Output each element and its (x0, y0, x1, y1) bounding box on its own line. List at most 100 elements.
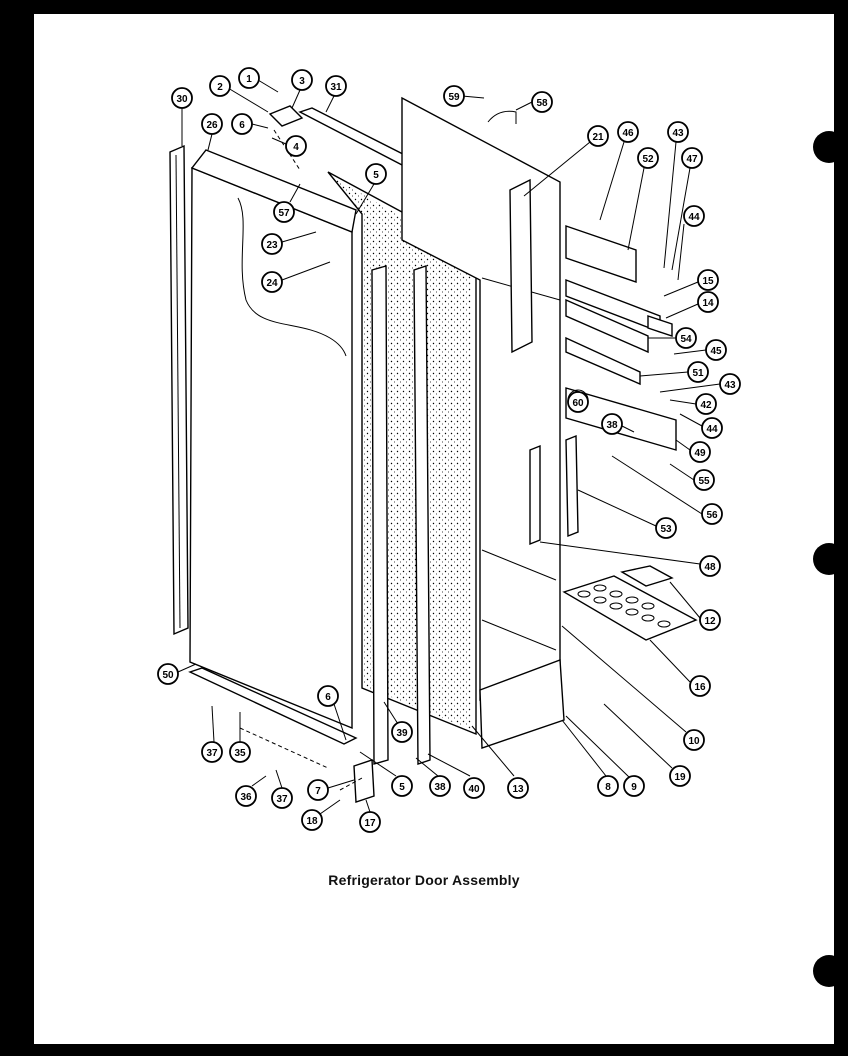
svg-text:54: 54 (680, 334, 692, 345)
callout-5-bottom: 5 (359, 751, 413, 797)
callout-54: 54 (648, 327, 697, 349)
svg-text:3: 3 (299, 76, 305, 87)
svg-text:51: 51 (692, 368, 704, 379)
svg-text:38: 38 (434, 782, 446, 793)
callout-44-top: 44 (677, 205, 705, 281)
callout-57: 57 (273, 183, 301, 223)
svg-text:26: 26 (206, 120, 218, 131)
callout-46: 46 (599, 121, 639, 221)
svg-text:13: 13 (512, 784, 524, 795)
callout-24: 24 (261, 261, 331, 293)
svg-text:17: 17 (364, 818, 376, 829)
callout-6-top: 6 (231, 113, 269, 135)
callout-18: 18 (301, 799, 341, 831)
svg-text:57: 57 (278, 208, 290, 219)
svg-text:44: 44 (688, 212, 700, 223)
svg-text:42: 42 (700, 400, 712, 411)
bottom-hinge (339, 759, 375, 803)
callout-50: 50 (157, 663, 197, 685)
bottom-cap (188, 667, 358, 745)
svg-text:49: 49 (694, 448, 706, 459)
callout-31: 31 (325, 75, 347, 113)
svg-text:39: 39 (396, 728, 408, 739)
svg-text:35: 35 (234, 748, 246, 759)
svg-text:31: 31 (330, 82, 342, 93)
callout-10: 10 (561, 625, 705, 751)
svg-text:60: 60 (572, 398, 584, 409)
callout-13: 13 (471, 725, 529, 799)
svg-text:36: 36 (240, 792, 252, 803)
svg-text:4: 4 (293, 142, 299, 153)
svg-text:6: 6 (325, 692, 331, 703)
callout-30: 30 (171, 87, 193, 146)
svg-text:37: 37 (276, 794, 288, 805)
binder-hole-bottom (813, 955, 845, 987)
svg-text:43: 43 (724, 380, 736, 391)
door-gasket-strip (169, 144, 189, 636)
svg-text:12: 12 (704, 616, 716, 627)
callout-60: 60 (567, 391, 589, 413)
svg-text:46: 46 (622, 128, 634, 139)
foam-panel (327, 171, 477, 736)
svg-text:19: 19 (674, 772, 686, 783)
svg-text:45: 45 (710, 346, 722, 357)
svg-text:9: 9 (631, 782, 637, 793)
callout-47: 47 (671, 147, 703, 271)
svg-text:44: 44 (706, 424, 718, 435)
callout-48: 48 (539, 541, 721, 577)
svg-text:37: 37 (206, 748, 218, 759)
callout-53: 53 (577, 489, 677, 539)
callout-51: 51 (639, 361, 709, 383)
callout-8: 8 (561, 719, 619, 797)
diagram-caption: Refrigerator Door Assembly (328, 872, 520, 888)
svg-text:59: 59 (448, 92, 460, 103)
callout-3: 3 (291, 69, 313, 109)
callout-35: 35 (229, 712, 251, 763)
callout-12: 12 (669, 581, 721, 631)
inner-door-liner (189, 149, 357, 730)
side-trim (529, 434, 579, 546)
svg-text:16: 16 (694, 682, 706, 693)
svg-text:18: 18 (306, 816, 318, 827)
callout-49: 49 (675, 439, 711, 463)
svg-text:58: 58 (536, 98, 548, 109)
svg-text:24: 24 (266, 278, 278, 289)
svg-text:50: 50 (162, 670, 174, 681)
callout-42: 42 (669, 393, 717, 415)
callout-43-mid: 43 (659, 373, 741, 395)
callout-37-right: 37 (271, 769, 293, 809)
door-shelves (565, 225, 673, 386)
callout-26: 26 (201, 113, 223, 151)
egg-tray (562, 575, 698, 641)
svg-text:52: 52 (642, 154, 654, 165)
callout-23: 23 (261, 231, 317, 255)
callout-14: 14 (665, 291, 719, 319)
callout-58: 58 (515, 91, 553, 113)
svg-text:30: 30 (176, 94, 188, 105)
svg-text:7: 7 (315, 786, 321, 797)
callout-52: 52 (627, 147, 659, 251)
egg-tray-cover (620, 565, 674, 587)
svg-text:48: 48 (704, 562, 716, 573)
callout-16: 16 (649, 639, 711, 697)
svg-text:21: 21 (592, 132, 604, 143)
callout-17: 17 (359, 799, 381, 833)
callout-21: 21 (523, 125, 609, 197)
callout-43-top: 43 (663, 121, 689, 269)
svg-text:56: 56 (706, 510, 718, 521)
callout-labels: 1 2 3 31 59 58 30 26 6 4 5 21 46 43 52 4… (157, 67, 741, 833)
svg-text:8: 8 (605, 782, 611, 793)
callout-36: 36 (235, 775, 267, 807)
svg-text:5: 5 (399, 782, 405, 793)
callout-5-top: 5 (355, 163, 387, 215)
svg-text:23: 23 (266, 240, 278, 251)
svg-text:5: 5 (373, 170, 379, 181)
callout-40: 40 (427, 753, 485, 799)
callout-38-bottom: 38 (415, 757, 451, 797)
callout-6-bottom: 6 (317, 685, 347, 741)
callout-19: 19 (603, 703, 691, 787)
callout-45: 45 (673, 339, 727, 361)
svg-text:6: 6 (239, 120, 245, 131)
svg-text:15: 15 (702, 276, 714, 287)
